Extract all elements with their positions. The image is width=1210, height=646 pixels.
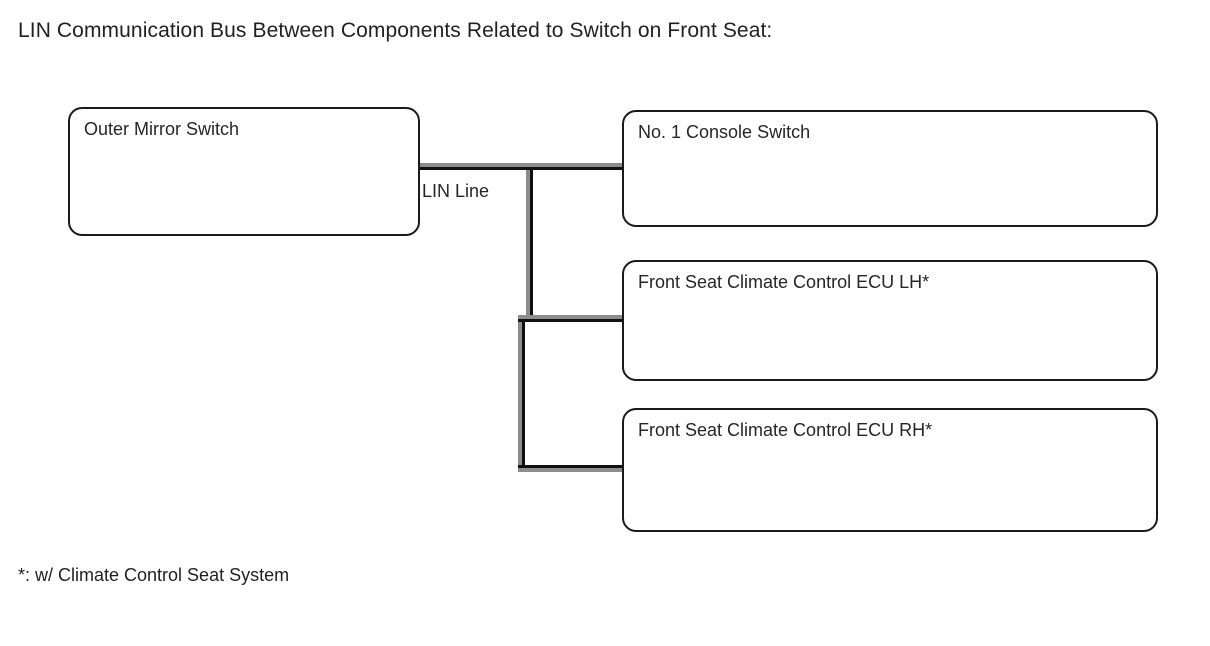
bus-segment-trunk: [418, 163, 533, 170]
bus-segment-vertical-lower: [518, 318, 525, 472]
node-front-seat-climate-control-ecu-rh[interactable]: Front Seat Climate Control ECU RH*: [622, 408, 1158, 532]
footnote: *: w/ Climate Control Seat System: [18, 565, 290, 585]
bus-branch-console-switch: [526, 163, 626, 170]
node-label-no-1-console-switch: No. 1 Console Switch: [638, 122, 811, 142]
lin-line-label: LIN Line: [422, 181, 490, 201]
bus-segment-vertical-upper: [526, 163, 533, 322]
node-label-front-seat-climate-control-ecu-rh: Front Seat Climate Control ECU RH*: [638, 420, 933, 440]
bus-branch-climate-ecu-lh: [518, 315, 626, 322]
node-no-1-console-switch[interactable]: No. 1 Console Switch: [622, 110, 1158, 227]
node-outer-mirror-switch[interactable]: Outer Mirror Switch: [68, 107, 420, 236]
node-front-seat-climate-control-ecu-lh[interactable]: Front Seat Climate Control ECU LH*: [622, 260, 1158, 381]
node-label-front-seat-climate-control-ecu-lh: Front Seat Climate Control ECU LH*: [638, 272, 930, 292]
node-label-outer-mirror-switch: Outer Mirror Switch: [84, 119, 240, 139]
page-title: LIN Communication Bus Between Components…: [18, 19, 773, 42]
bus-branch-climate-ecu-rh: [518, 465, 626, 472]
